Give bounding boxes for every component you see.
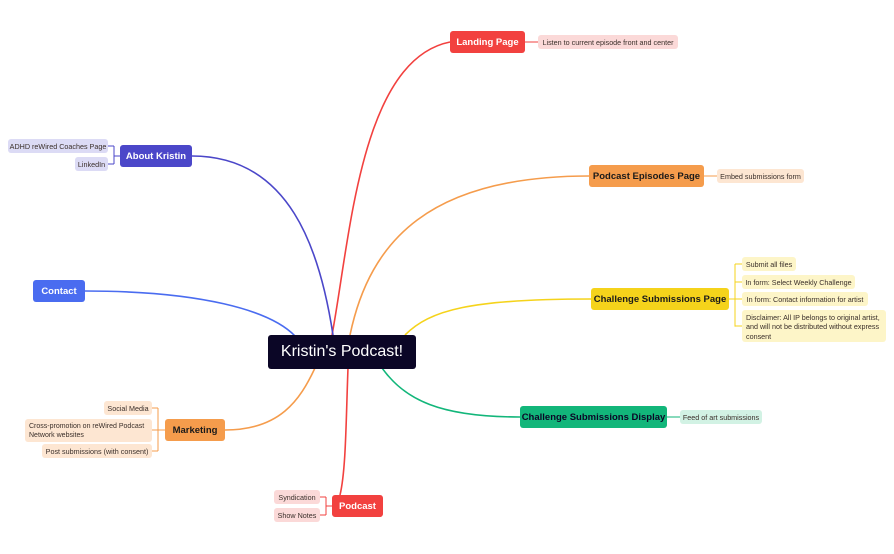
edge-contact — [84, 290, 296, 337]
node-challenge-submissions-page[interactable]: Challenge Submissions Page — [591, 288, 729, 310]
node-marketing[interactable]: Marketing — [165, 419, 225, 441]
leaf-about-1[interactable]: LinkedIn — [75, 157, 108, 171]
edge-challenge — [404, 298, 592, 336]
edge-display — [381, 367, 521, 418]
node-landing-page[interactable]: Landing Page — [450, 31, 525, 53]
leaf-landing-0[interactable]: Listen to current episode front and cent… — [538, 35, 678, 49]
leaf-challenge-0[interactable]: Submit all files — [742, 257, 796, 271]
edge-marketing — [224, 367, 316, 431]
node-challenge-submissions-display[interactable]: Challenge Submissions Display — [520, 406, 667, 428]
root-node[interactable]: Kristin's Podcast! — [268, 335, 416, 369]
leaf-marketing-2[interactable]: Post submissions (with consent) — [42, 444, 152, 458]
leaf-challenge-1[interactable]: In form: Select Weekly Challenge — [742, 275, 855, 289]
leaf-podcast-1[interactable]: Show Notes — [274, 508, 320, 522]
leaf-marketing-0[interactable]: Social Media — [104, 401, 152, 415]
edge-about — [191, 155, 334, 336]
edge-marketing-leaves — [152, 407, 165, 452]
node-podcast[interactable]: Podcast — [332, 495, 383, 517]
node-podcast-episodes-page[interactable]: Podcast Episodes Page — [589, 165, 704, 187]
edge-challenge-leaves — [729, 263, 742, 327]
node-contact[interactable]: Contact — [33, 280, 85, 302]
leaf-challenge-3[interactable]: Disclaimer: All IP belongs to original a… — [742, 310, 886, 342]
node-about-kristin[interactable]: About Kristin — [120, 145, 192, 167]
edge-landing — [331, 41, 451, 336]
leaf-challenge-2[interactable]: In form: Contact information for artist — [742, 292, 868, 306]
leaf-display-0[interactable]: Feed of art submissions — [680, 410, 762, 424]
leaf-about-0[interactable]: ADHD reWired Coaches Page — [8, 139, 108, 153]
leaf-marketing-1[interactable]: Cross-promotion on reWired Podcast Netwo… — [25, 419, 152, 442]
edge-episodes — [349, 175, 590, 336]
leaf-episodes-0[interactable]: Embed submissions form — [717, 169, 804, 183]
edge-podcast-leaves — [320, 496, 332, 516]
leaf-podcast-0[interactable]: Syndication — [274, 490, 320, 504]
edge-podcast — [339, 367, 349, 496]
edge-about-leaves — [108, 145, 120, 165]
